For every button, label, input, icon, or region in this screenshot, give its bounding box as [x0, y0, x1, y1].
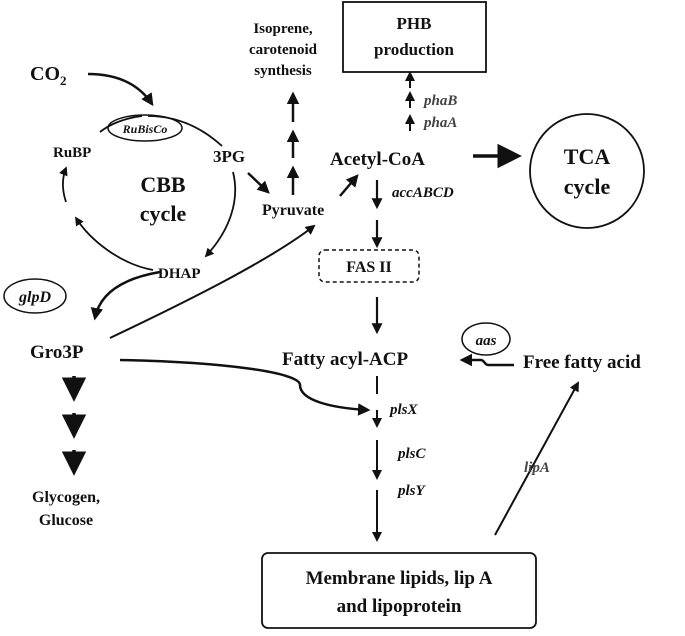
membrane-box — [261, 552, 537, 629]
glpd-ellipse — [3, 278, 67, 314]
pyruvate-to-acetylcoa-arrow — [339, 174, 359, 197]
glycogen-label-line1: Glycogen, — [32, 489, 100, 506]
tca-label-line2: cycle — [564, 174, 611, 199]
membrane-label-line2: and lipoprotein — [337, 596, 462, 617]
co2-to-rubisco-arrow — [87, 72, 154, 107]
fas2-label: FAS II — [346, 259, 392, 276]
to-rubp-arrow — [59, 166, 68, 203]
fattyacyl-acp-label: Fatty acyl-ACP — [282, 349, 408, 370]
pyruvate-label: Pyruvate — [262, 202, 324, 219]
lipa-arrow — [494, 381, 579, 536]
phaa-label: phaA — [422, 115, 457, 131]
gro3p-label: Gro3P — [30, 342, 84, 363]
cbb-label-line1: CBB — [140, 172, 186, 197]
phb-label-line1: PHB — [397, 14, 432, 33]
dhap-label: DHAP — [158, 266, 201, 282]
dhap-to-gro3p-arrow — [90, 270, 161, 321]
phb-label-line2: production — [374, 40, 455, 59]
dhap-to-rubp-arc — [75, 216, 154, 271]
tca-label-line1: TCA — [564, 144, 611, 169]
rubisco-ellipse — [107, 114, 183, 142]
tca-circle — [529, 113, 645, 229]
fas2-box — [318, 249, 420, 283]
plsy-label: plsY — [396, 483, 427, 499]
gro3p-to-plsx-arrow — [119, 358, 371, 416]
isoprene-label-line1: Isoprene, — [253, 21, 313, 37]
co2-label: CO2 — [30, 63, 67, 88]
cycle-arc-top-right — [147, 115, 223, 147]
cycle-arc-top-left — [99, 115, 143, 133]
acetylcoa-label: Acetyl-CoA — [330, 149, 425, 170]
aas-ellipse — [461, 322, 511, 356]
aas-label: aas — [476, 333, 497, 349]
rubp-label: RuBP — [53, 145, 91, 161]
free-fatty-acid-label: Free fatty acid — [523, 352, 641, 373]
rubisco-label: RuBisCo — [122, 122, 168, 136]
pg3-label: 3PG — [213, 147, 245, 166]
glycogen-label-line2: Glucose — [39, 512, 93, 529]
membrane-label-line1: Membrane lipids, lip A — [306, 568, 493, 589]
glpd-label: glpD — [18, 289, 51, 306]
pg3-to-dhap-arrow — [204, 171, 237, 258]
phab-label: phaB — [422, 93, 457, 109]
plsc-label: plsC — [396, 446, 427, 462]
cbb-label-line2: cycle — [140, 201, 187, 226]
phb-box — [342, 1, 487, 73]
ffa-to-fattyacyl-arrow — [459, 353, 514, 367]
gro3p-to-pyruvate-arrow — [109, 224, 316, 339]
plsx-label: plsX — [388, 402, 419, 418]
isoprene-label-line3: synthesis — [254, 63, 312, 79]
accabcd-label: accABCD — [392, 185, 454, 201]
isoprene-label-line2: carotenoid — [249, 42, 318, 58]
pg3-to-pyruvate-arrow — [247, 172, 270, 194]
lipa-label: lipA — [524, 460, 550, 476]
